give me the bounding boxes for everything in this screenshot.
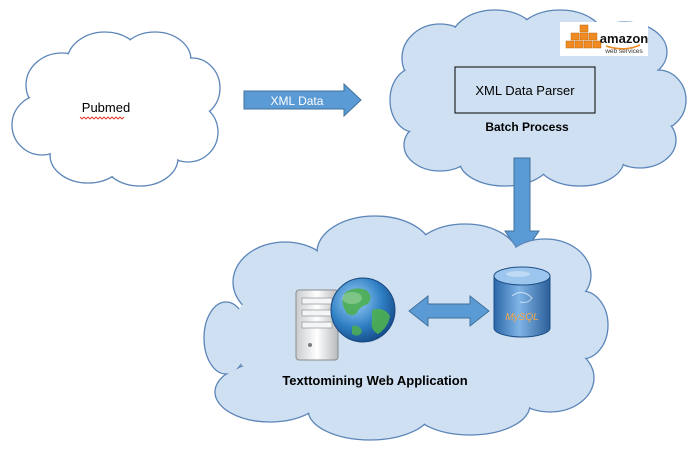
mysql-label: MySQL	[505, 312, 538, 323]
batch-cloud	[389, 9, 687, 187]
server-icon	[295, 289, 339, 361]
pubmed-cloud	[11, 31, 221, 187]
globe-icon	[330, 277, 396, 343]
webapp-title: Texttomining Web Application	[282, 373, 467, 388]
aws-logo-brand: amazon	[600, 31, 648, 46]
webapp-database-double-arrow	[408, 294, 490, 328]
xml-data-arrow	[243, 82, 362, 118]
xml-data-parser-label: XML Data Parser	[475, 83, 575, 98]
spellcheck-underline	[79, 116, 125, 120]
batch-process-label: Batch Process	[485, 120, 569, 134]
mysql-database-icon	[493, 266, 551, 338]
aws-logo: amazon web services	[560, 22, 648, 56]
xml-data-parser-box	[454, 66, 596, 114]
xml-data-label: XML Data	[271, 94, 324, 108]
aws-logo-subtitle: web services	[604, 48, 643, 55]
pubmed-label: Pubmed	[82, 100, 130, 115]
